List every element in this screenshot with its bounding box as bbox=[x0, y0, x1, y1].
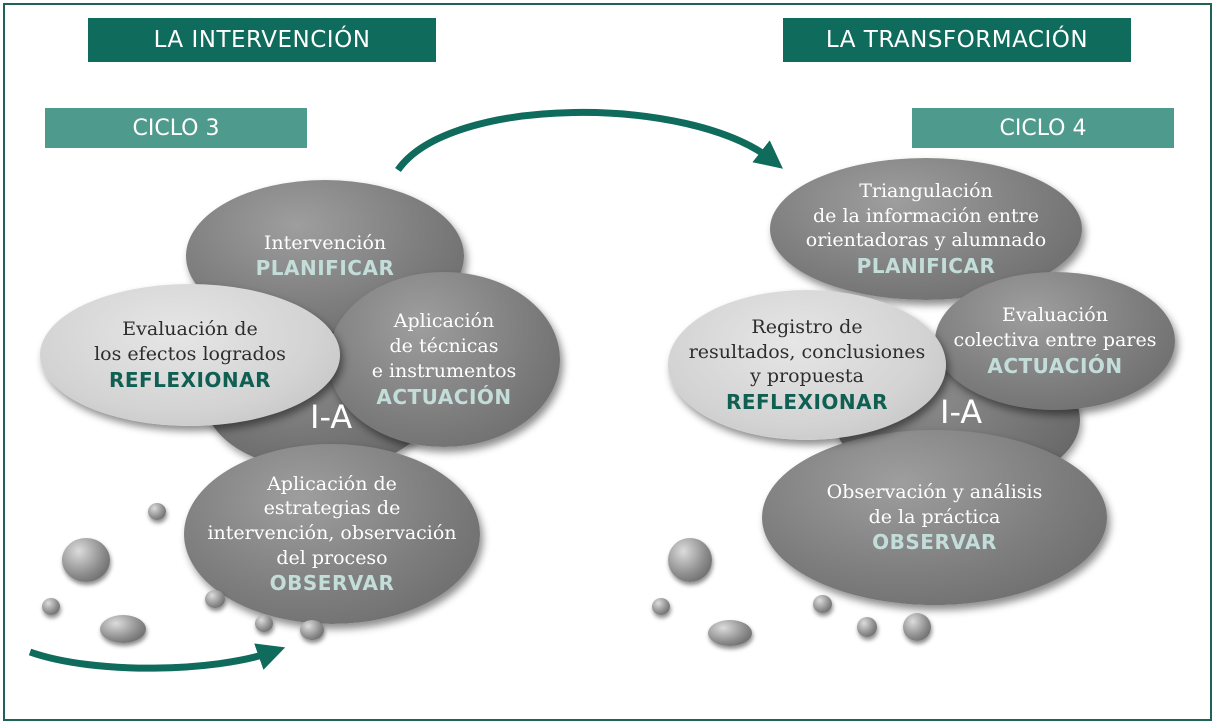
droplet bbox=[903, 613, 931, 641]
left-reflect-line: los efectos logrados bbox=[94, 343, 286, 365]
left-reflect-keyword: REFLEXIONAR bbox=[108, 367, 272, 392]
right-plan-line: de la información entre bbox=[813, 204, 1039, 227]
cycle-3-text: CICLO 3 bbox=[132, 115, 220, 141]
right-reflect-bubble: Registro de resultados, conclusiones y p… bbox=[668, 290, 946, 440]
transition-arrow bbox=[395, 108, 783, 173]
right-ia-label: I-A bbox=[940, 393, 983, 431]
left-reflect-line: Evaluación de bbox=[122, 318, 258, 341]
droplet bbox=[813, 595, 832, 613]
right-act-bubble: Evaluación colectiva entre pares ACTUACI… bbox=[935, 272, 1175, 410]
left-act-line: Aplicación bbox=[393, 310, 495, 333]
right-plan-line: Triangulación bbox=[859, 179, 993, 202]
droplet bbox=[205, 590, 225, 608]
left-ia-label: I-A bbox=[310, 398, 353, 436]
cycle-4-text: CICLO 4 bbox=[999, 115, 1087, 141]
left-plan-keyword: PLANIFICAR bbox=[255, 256, 395, 281]
right-plan-line: orientadoras y alumnado bbox=[805, 229, 1047, 252]
droplet bbox=[42, 598, 60, 615]
left-act-line: e instrumentos bbox=[371, 359, 517, 382]
right-plan-keyword: PLANIFICAR bbox=[856, 254, 996, 279]
droplet bbox=[857, 617, 877, 637]
left-observe-line: intervención, observación bbox=[207, 522, 457, 544]
droplet bbox=[62, 538, 110, 582]
left-act-bubble: Aplicación de técnicas e instrumentos AC… bbox=[328, 272, 560, 447]
droplet bbox=[652, 598, 670, 615]
droplet bbox=[708, 620, 752, 646]
droplet bbox=[148, 503, 166, 520]
cycle-3-label: CICLO 3 bbox=[45, 108, 307, 148]
right-act-line: colectiva entre pares bbox=[953, 329, 1157, 351]
right-act-line: Evaluación bbox=[1002, 304, 1108, 327]
intervention-banner: LA INTERVENCIÓN bbox=[88, 18, 436, 62]
left-observe-bubble: Aplicación de estrategias de intervenció… bbox=[184, 444, 480, 624]
droplet bbox=[300, 620, 324, 640]
left-observe-line: estrategias de bbox=[263, 497, 401, 520]
right-observe-bubble: Observación y análisis de la práctica OB… bbox=[762, 430, 1107, 605]
intervention-banner-label: LA INTERVENCIÓN bbox=[153, 27, 371, 53]
droplet bbox=[100, 615, 146, 643]
right-reflect-line: y propuesta bbox=[750, 365, 864, 388]
left-act-keyword: ACTUACIÓN bbox=[376, 384, 512, 409]
right-reflect-line: Registro de bbox=[751, 315, 863, 338]
right-observe-line: Observación y análisis bbox=[826, 480, 1043, 503]
transformation-banner-label: LA TRANSFORMACIÓN bbox=[825, 27, 1089, 53]
transformation-banner: LA TRANSFORMACIÓN bbox=[783, 18, 1131, 62]
cycle-4-label: CICLO 4 bbox=[912, 108, 1174, 148]
droplet bbox=[255, 615, 273, 632]
right-observe-keyword: OBSERVAR bbox=[872, 530, 997, 555]
cycle-arrow bbox=[28, 643, 286, 672]
right-reflect-keyword: REFLEXIONAR bbox=[725, 390, 889, 415]
diagram-frame bbox=[3, 3, 1212, 721]
right-observe-line: de la práctica bbox=[868, 505, 1001, 528]
left-observe-keyword: OBSERVAR bbox=[269, 571, 395, 596]
left-observe-line: del proceso bbox=[276, 546, 388, 569]
droplet bbox=[668, 538, 712, 582]
left-plan-line: Intervención bbox=[263, 231, 387, 254]
left-act-line: de técnicas bbox=[389, 335, 499, 358]
right-act-keyword: ACTUACIÓN bbox=[987, 353, 1123, 378]
left-reflect-bubble: Evaluación de los efectos logrados REFLE… bbox=[40, 284, 340, 426]
right-reflect-line: resultados, conclusiones bbox=[688, 340, 926, 363]
right-plan-bubble: Triangulación de la información entre or… bbox=[770, 158, 1082, 300]
left-observe-line: Aplicación de bbox=[267, 472, 397, 495]
